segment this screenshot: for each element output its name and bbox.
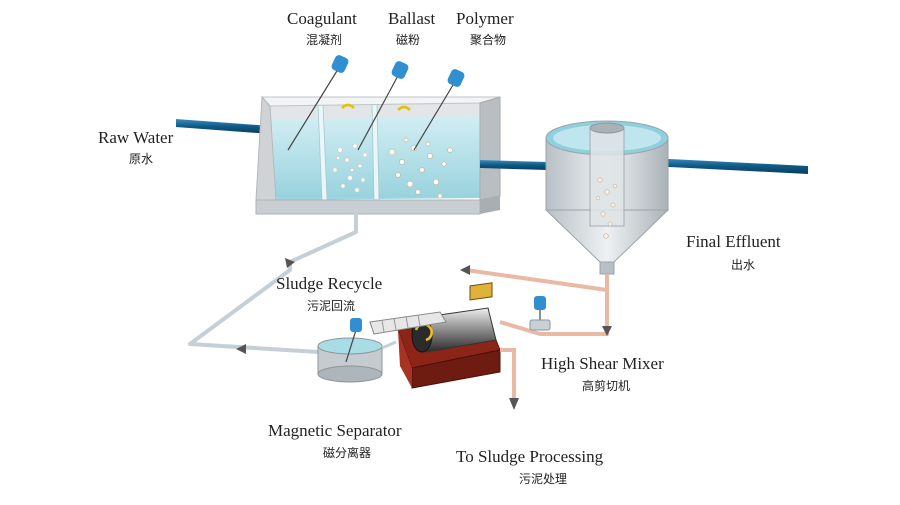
- to-sludge-processing-label-cn: 污泥处理: [519, 472, 568, 486]
- sludge-line-arrows: [460, 265, 612, 336]
- sludge-recycle-label-cn: 污泥回流: [307, 299, 356, 313]
- high-shear-mixer-label: High Shear Mixer: [541, 354, 664, 373]
- raw-water-label: Raw Water: [98, 128, 174, 147]
- settling-clarifier: [544, 120, 670, 275]
- high-shear-mixer: [529, 296, 551, 331]
- magnetic-separator-tank: [317, 318, 397, 383]
- magnetic-separator-label: Magnetic Separator: [268, 421, 402, 440]
- raw-water-label-cn: 原水: [129, 152, 154, 166]
- mixing-tank: [255, 95, 501, 215]
- sludge-processing-pipe: [500, 348, 519, 410]
- final-effluent-label: Final Effluent: [686, 232, 781, 251]
- magnetic-separator-drum: [369, 282, 501, 389]
- magnetic-separator-label-cn: 磁分离器: [323, 446, 372, 460]
- polymer-injector: [413, 69, 465, 151]
- sludge-recycle-label: Sludge Recycle: [276, 274, 383, 293]
- sludge-recycle-line: [188, 212, 358, 354]
- final-effluent-pipe: [650, 158, 808, 174]
- coagulant-label-cn: 混凝剂: [306, 33, 343, 47]
- raw-water-pipe: [176, 119, 270, 134]
- final-effluent-label-cn: 出水: [731, 258, 756, 272]
- polymer-label-cn: 聚合物: [470, 33, 507, 47]
- polymer-label: Polymer: [456, 9, 514, 28]
- sludge-line: [465, 268, 609, 336]
- high-shear-mixer-label-cn: 高剪切机: [582, 379, 631, 393]
- to-sludge-processing-label: To Sludge Processing: [456, 447, 604, 466]
- recycle-arrows: [236, 258, 295, 354]
- transfer-pipe: [480, 160, 548, 170]
- coagulant-label: Coagulant: [287, 9, 357, 28]
- coagulant-injector: [287, 55, 349, 151]
- ballast-injector: [357, 61, 409, 151]
- ballast-label-cn: 磁粉: [396, 33, 421, 47]
- ballast-label: Ballast: [388, 9, 436, 28]
